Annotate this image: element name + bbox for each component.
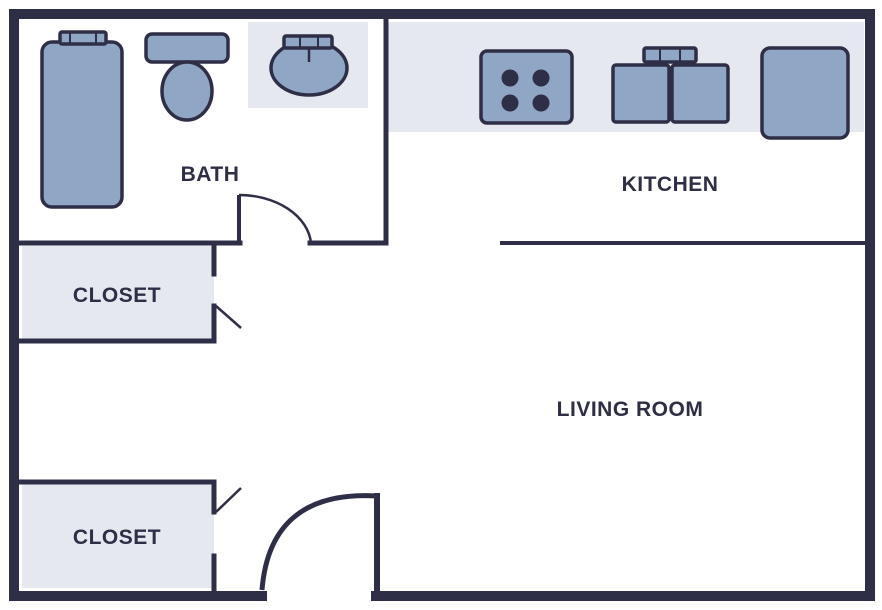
closet-bottom-door [215, 487, 242, 513]
doors [215, 193, 378, 591]
room-label-living-room: LIVING ROOM [557, 398, 704, 421]
refrigerator-icon [760, 46, 850, 140]
bathtub-icon [40, 30, 124, 209]
entry-door [259, 493, 378, 591]
kitchen-sink-icon [611, 46, 730, 124]
room-label-closet-top: CLOSET [73, 284, 161, 307]
bathroom-fixtures [40, 30, 349, 209]
sink-icon [269, 34, 349, 97]
walls [9, 9, 875, 601]
toilet-icon [144, 32, 230, 122]
kitchen-fixtures [479, 46, 850, 140]
bath-door [237, 193, 313, 244]
closet-bottom-floor [22, 484, 214, 588]
room-labels: BATH KITCHEN LIVING ROOM CLOSET CLOSET [73, 163, 719, 549]
room-label-bath: BATH [181, 163, 240, 186]
closet-top-floor [22, 246, 214, 340]
stove-icon [479, 49, 574, 125]
room-label-closet-bottom: CLOSET [73, 526, 161, 549]
room-label-kitchen: KITCHEN [622, 173, 719, 196]
closet-top-door [215, 305, 242, 329]
